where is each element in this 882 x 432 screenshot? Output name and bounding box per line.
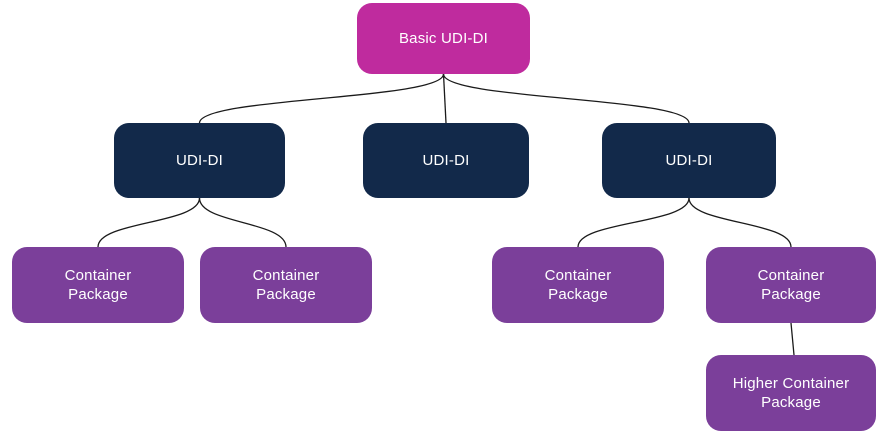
- connector-basic-to-udi-left: [198, 73, 445, 124]
- connector-basic-to-udi-right: [442, 73, 690, 124]
- node-container-package-3: Container Package: [492, 247, 664, 323]
- node-basic-udi-di-label: Basic UDI-DI: [398, 30, 489, 47]
- node-container-package-4-label: Container Package: [757, 267, 825, 303]
- node-udi-di-left-label: UDI-DI: [175, 152, 224, 169]
- connector-udi-right-to-cp3: [577, 197, 690, 248]
- node-container-package-2: Container Package: [200, 247, 372, 323]
- node-udi-di-left: UDI-DI: [114, 123, 285, 198]
- node-container-package-1-label: Container Package: [64, 267, 132, 303]
- connector-udi-left-to-cp2: [198, 197, 287, 248]
- node-container-package-2-label: Container Package: [252, 267, 320, 303]
- node-udi-di-right-label: UDI-DI: [665, 152, 713, 169]
- connector-udi-right-to-cp4: [688, 197, 792, 248]
- node-higher-container-package: Higher Container Package: [706, 355, 876, 431]
- connector-cp4-to-higher: [790, 322, 795, 356]
- node-higher-container-package-label: Higher Container Package: [732, 375, 850, 411]
- node-container-package-1: Container Package: [12, 247, 184, 323]
- connector-udi-left-to-cp1: [97, 197, 201, 248]
- node-udi-di-middle-label: UDI-DI: [422, 152, 470, 169]
- connector-basic-to-udi-middle: [442, 73, 447, 124]
- node-basic-udi-di: Basic UDI-DI: [357, 3, 530, 74]
- node-udi-di-middle: UDI-DI: [363, 123, 529, 198]
- node-container-package-4: Container Package: [706, 247, 876, 323]
- node-container-package-3-label: Container Package: [544, 267, 612, 303]
- node-udi-di-right: UDI-DI: [602, 123, 776, 198]
